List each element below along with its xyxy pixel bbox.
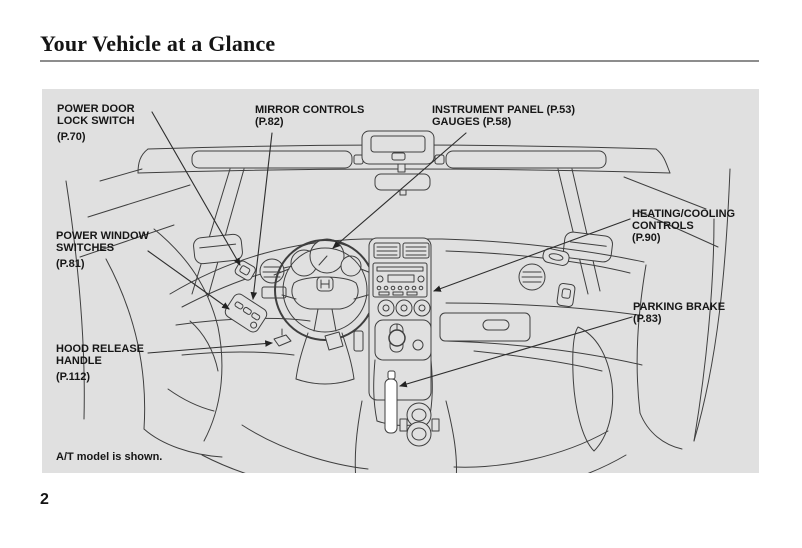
- leader-parking-brake: [399, 316, 633, 388]
- callout-label: POWER WINDOW: [56, 230, 149, 242]
- callout-page-ref: (P.83): [633, 313, 662, 325]
- callout-label: SWITCHES: [56, 242, 115, 254]
- passenger-door-handle: [542, 248, 570, 266]
- callout-label: POWER DOOR: [57, 103, 135, 115]
- center-stack: [368, 237, 432, 401]
- rearview-mirror: [374, 163, 431, 196]
- callout-label: HEATING/COOLING: [632, 208, 736, 220]
- callout-mirror-controls: MIRROR CONTROLS (P.82): [255, 104, 364, 128]
- callout-page-ref: (P.81): [56, 258, 85, 270]
- callout-page-ref: (P.70): [57, 131, 86, 143]
- callout-label: INSTRUMENT PANEL (P.53): [432, 104, 576, 116]
- callout-label: HOOD RELEASE: [56, 343, 145, 355]
- callout-heating-cooling: HEATING/COOLING CONTROLS (P.90): [632, 208, 735, 244]
- leader-heating-cooling: [433, 218, 631, 292]
- callout-lines: [147, 111, 633, 388]
- leader-mirror-controls: [250, 132, 273, 300]
- window-switch-panel: [224, 293, 268, 333]
- callout-label: MIRROR CONTROLS: [255, 104, 365, 116]
- callout-label: PARKING BRAKE: [633, 301, 726, 313]
- leader-instrument-panel: [332, 132, 467, 249]
- callout-page-ref: (P.112): [56, 371, 91, 383]
- leader-power-door-lock: [151, 111, 241, 266]
- cabin-frame: [65, 144, 731, 442]
- callout-parking-brake: PARKING BRAKE (P.83): [633, 301, 725, 325]
- door-lock-switch: [234, 260, 256, 281]
- callout-label: GAUGES (P.58): [432, 116, 512, 128]
- cup-holders: [399, 402, 440, 447]
- callout-power-window: POWER WINDOW SWITCHES (P.81): [56, 230, 149, 270]
- callout-instrument-panel: INSTRUMENT PANEL (P.53) GAUGES (P.58): [432, 104, 575, 128]
- parking-brake-lever: [384, 370, 398, 434]
- title-divider: [40, 60, 759, 62]
- callout-label: CONTROLS: [632, 220, 694, 232]
- steering-wheel: [274, 239, 376, 385]
- leader-power-window: [147, 250, 230, 310]
- left-door: [105, 228, 268, 458]
- radio: [372, 262, 428, 298]
- page-title: Your Vehicle at a Glance: [40, 31, 276, 56]
- hvac-controls: [377, 299, 431, 317]
- right-door: [542, 218, 715, 452]
- model-note: A/T model is shown.: [56, 451, 163, 463]
- hood-release-lever: [273, 328, 292, 347]
- overhead-console: [361, 130, 435, 165]
- gear-shifter: [354, 319, 457, 473]
- left-side-mirror-icon: [193, 233, 243, 265]
- callout-label: HANDLE: [56, 355, 102, 367]
- callout-label: LOCK SWITCH: [57, 115, 135, 127]
- callout-page-ref: (P.82): [255, 116, 284, 128]
- page-number: 2: [40, 491, 49, 508]
- pedals: [324, 330, 364, 352]
- honda-logo-icon: [320, 279, 330, 289]
- vehicle-at-a-glance-diagram: POWER DOOR LOCK SWITCH (P.70) MIRROR CON…: [42, 89, 759, 473]
- callout-page-ref: (P.90): [632, 232, 661, 244]
- dashboard-line-art: [65, 111, 731, 473]
- leader-hood-release: [147, 340, 273, 354]
- callout-hood-release: HOOD RELEASE HANDLE (P.112): [56, 343, 144, 383]
- floor-lines: [201, 424, 627, 473]
- right-side-mirror-icon: [563, 231, 613, 263]
- passenger-window-switch: [556, 283, 576, 307]
- callout-power-door-lock: POWER DOOR LOCK SWITCH (P.70): [57, 103, 135, 143]
